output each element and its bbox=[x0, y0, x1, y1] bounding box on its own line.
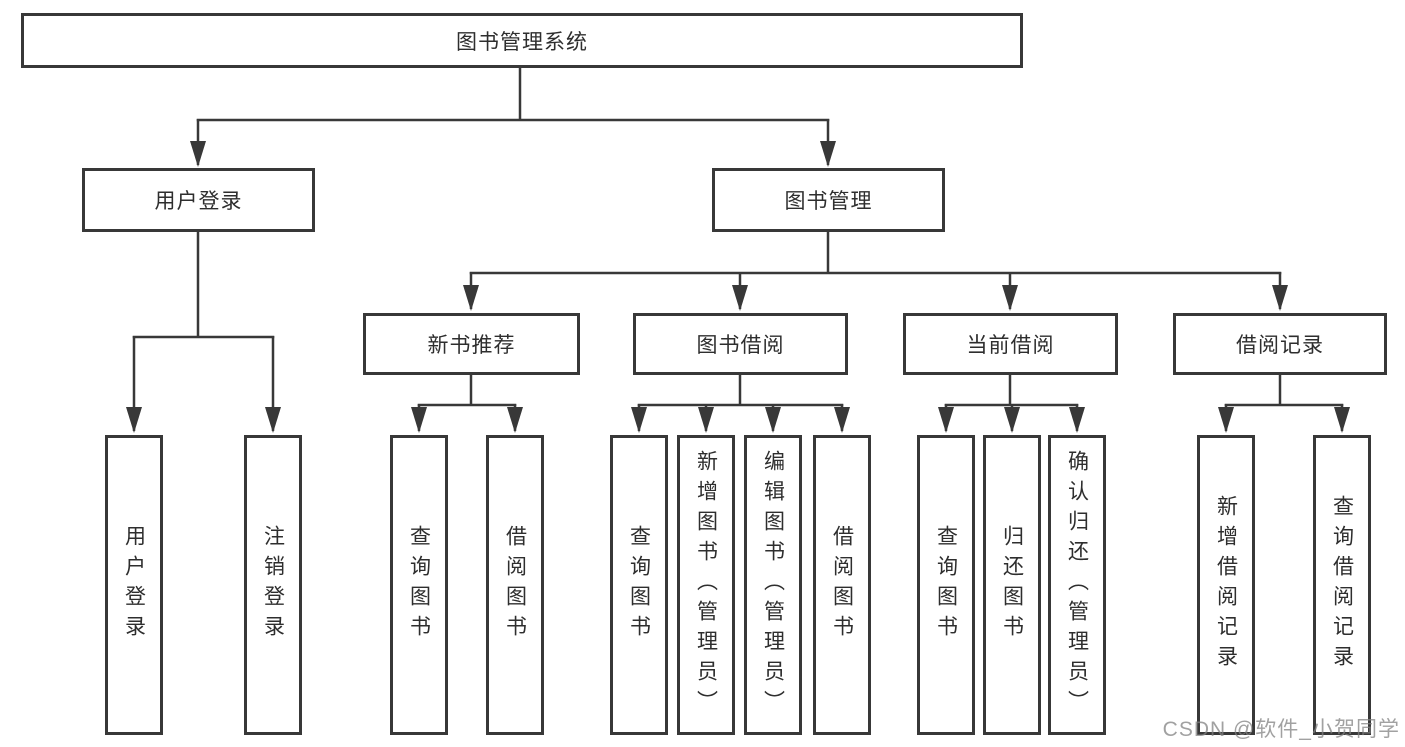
node-label: 借阅图书 bbox=[503, 525, 527, 645]
node-label: 查询图书 bbox=[627, 525, 651, 645]
leaf-query-books-recommend: 查询图书 bbox=[390, 435, 448, 735]
leaf-user-login: 用户登录 bbox=[105, 435, 163, 735]
node-book-borrowing: 图书借阅 bbox=[633, 313, 848, 375]
node-label: 确认归还（管理员） bbox=[1065, 450, 1089, 720]
node-label: 查询图书 bbox=[407, 525, 431, 645]
node-label: 归还图书 bbox=[1000, 525, 1024, 645]
leaf-borrow-books-borrowing: 借阅图书 bbox=[813, 435, 871, 735]
leaf-add-borrow-record: 新增借阅记录 bbox=[1197, 435, 1255, 735]
leaf-logout: 注销登录 bbox=[244, 435, 302, 735]
node-label: 注销登录 bbox=[261, 525, 285, 645]
node-label: 用户登录 bbox=[154, 190, 243, 213]
node-user-login: 用户登录 bbox=[82, 168, 315, 232]
node-label: 图书借阅 bbox=[696, 334, 785, 357]
leaf-query-books-borrowing: 查询图书 bbox=[610, 435, 668, 735]
node-label: 查询借阅记录 bbox=[1330, 495, 1354, 675]
leaf-confirm-return-admin: 确认归还（管理员） bbox=[1048, 435, 1106, 735]
node-current-borrowing: 当前借阅 bbox=[903, 313, 1118, 375]
node-label: 当前借阅 bbox=[966, 334, 1055, 357]
node-label: 图书管理系统 bbox=[456, 30, 588, 54]
node-label: 新增图书（管理员） bbox=[694, 450, 718, 720]
node-label: 借阅记录 bbox=[1236, 334, 1324, 357]
node-label: 借阅图书 bbox=[830, 525, 854, 645]
node-label: 编辑图书（管理员） bbox=[761, 450, 785, 720]
node-label: 查询图书 bbox=[934, 525, 958, 645]
node-label: 新增借阅记录 bbox=[1214, 495, 1238, 675]
node-new-book-recommend: 新书推荐 bbox=[363, 313, 580, 375]
leaf-query-books-current: 查询图书 bbox=[917, 435, 975, 735]
node-label: 新书推荐 bbox=[427, 334, 516, 357]
leaf-query-borrow-record: 查询借阅记录 bbox=[1313, 435, 1371, 735]
leaf-edit-book-admin: 编辑图书（管理员） bbox=[744, 435, 802, 735]
node-label: 用户登录 bbox=[122, 525, 146, 645]
leaf-add-book-admin: 新增图书（管理员） bbox=[677, 435, 735, 735]
node-book-management: 图书管理 bbox=[712, 168, 945, 232]
leaf-return-book: 归还图书 bbox=[983, 435, 1041, 735]
node-label: 图书管理 bbox=[784, 190, 873, 213]
leaf-borrow-books-recommend: 借阅图书 bbox=[486, 435, 544, 735]
node-borrowing-records: 借阅记录 bbox=[1173, 313, 1387, 375]
node-library-system: 图书管理系统 bbox=[21, 13, 1023, 68]
